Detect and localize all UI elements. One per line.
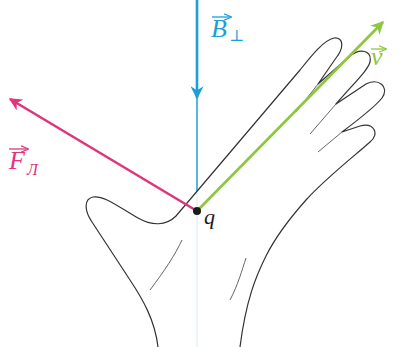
charge-dot <box>193 207 201 215</box>
magnetic-field-vector <box>196 0 199 98</box>
vector-label: F <box>9 148 25 174</box>
hand-outline <box>86 38 384 347</box>
vector-subscript: ⊥ <box>229 28 244 44</box>
vector-subscript: Л <box>27 162 38 178</box>
hand-creases <box>150 84 342 300</box>
vector-label: B <box>211 16 227 42</box>
vector-label: v <box>371 44 383 70</box>
charge-label: q <box>204 206 215 228</box>
lorentz-force-vector <box>10 99 197 211</box>
velocity-vector <box>197 22 383 211</box>
